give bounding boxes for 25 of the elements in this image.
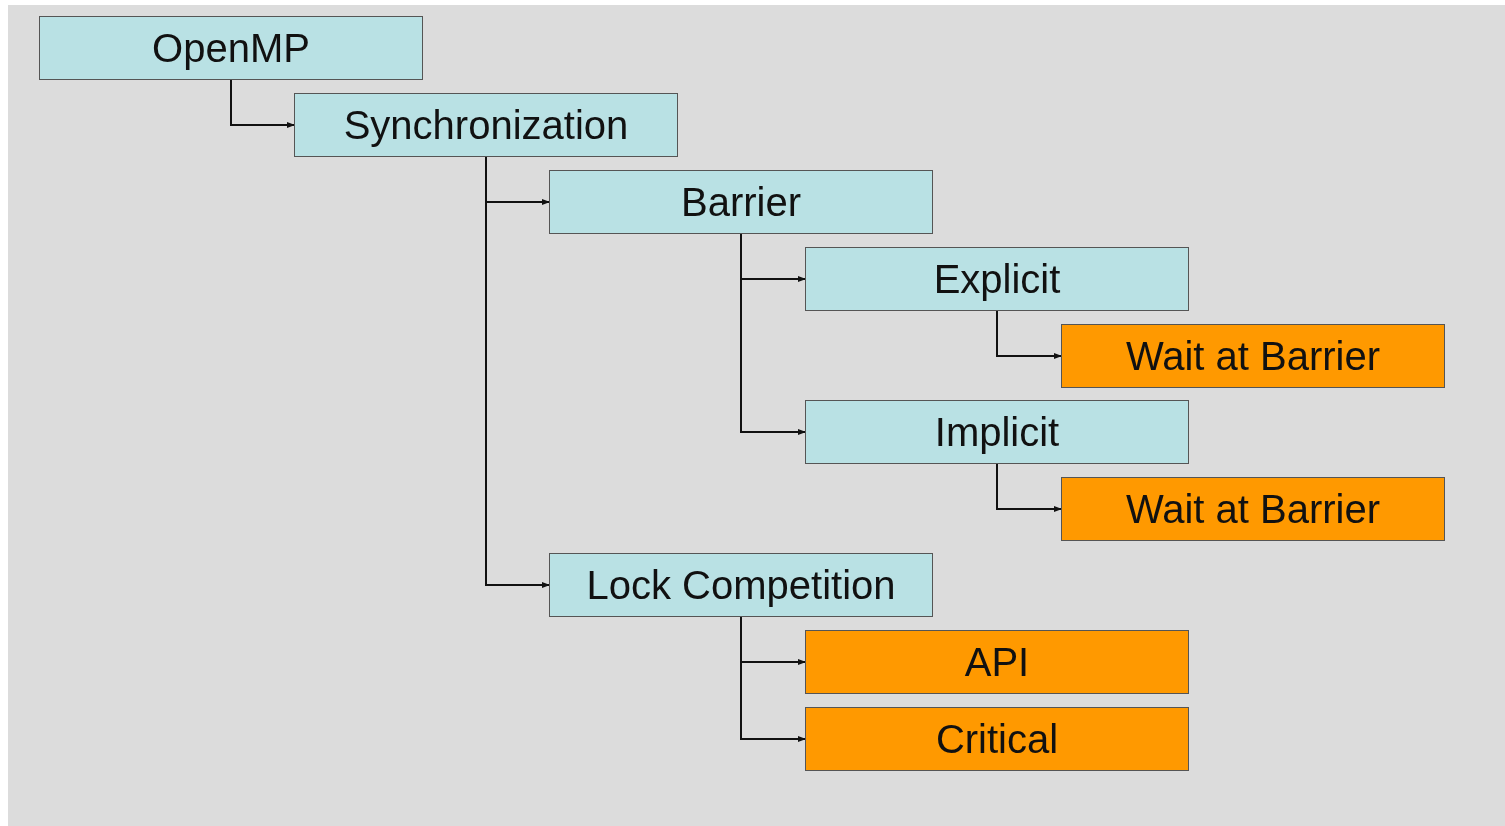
category-box (805, 247, 1189, 311)
arrow (996, 310, 1062, 359)
category-box (39, 16, 423, 80)
arrow (230, 79, 295, 128)
category-box (549, 553, 933, 617)
arrow (740, 233, 806, 435)
leaf-box (1061, 477, 1445, 541)
box-label: Explicit (933, 256, 1061, 302)
box-label: Wait at Barrier (1125, 486, 1381, 532)
box-label: Barrier (681, 179, 801, 225)
box-label: Wait at Barrier (1125, 333, 1381, 379)
box-label: API (964, 639, 1030, 685)
arrow (740, 616, 806, 742)
box-label: Lock Competition (586, 562, 896, 608)
category-box (294, 93, 678, 157)
category-box (549, 170, 933, 234)
box-label: Synchronization (343, 102, 629, 148)
arrow (996, 463, 1062, 512)
category-box (805, 400, 1189, 464)
box-label: Critical (935, 716, 1059, 762)
leaf-box (805, 630, 1189, 694)
box-label: OpenMP (152, 25, 310, 71)
leaf-box (1061, 324, 1445, 388)
leaf-box (805, 707, 1189, 771)
box-label: Implicit (934, 409, 1060, 455)
